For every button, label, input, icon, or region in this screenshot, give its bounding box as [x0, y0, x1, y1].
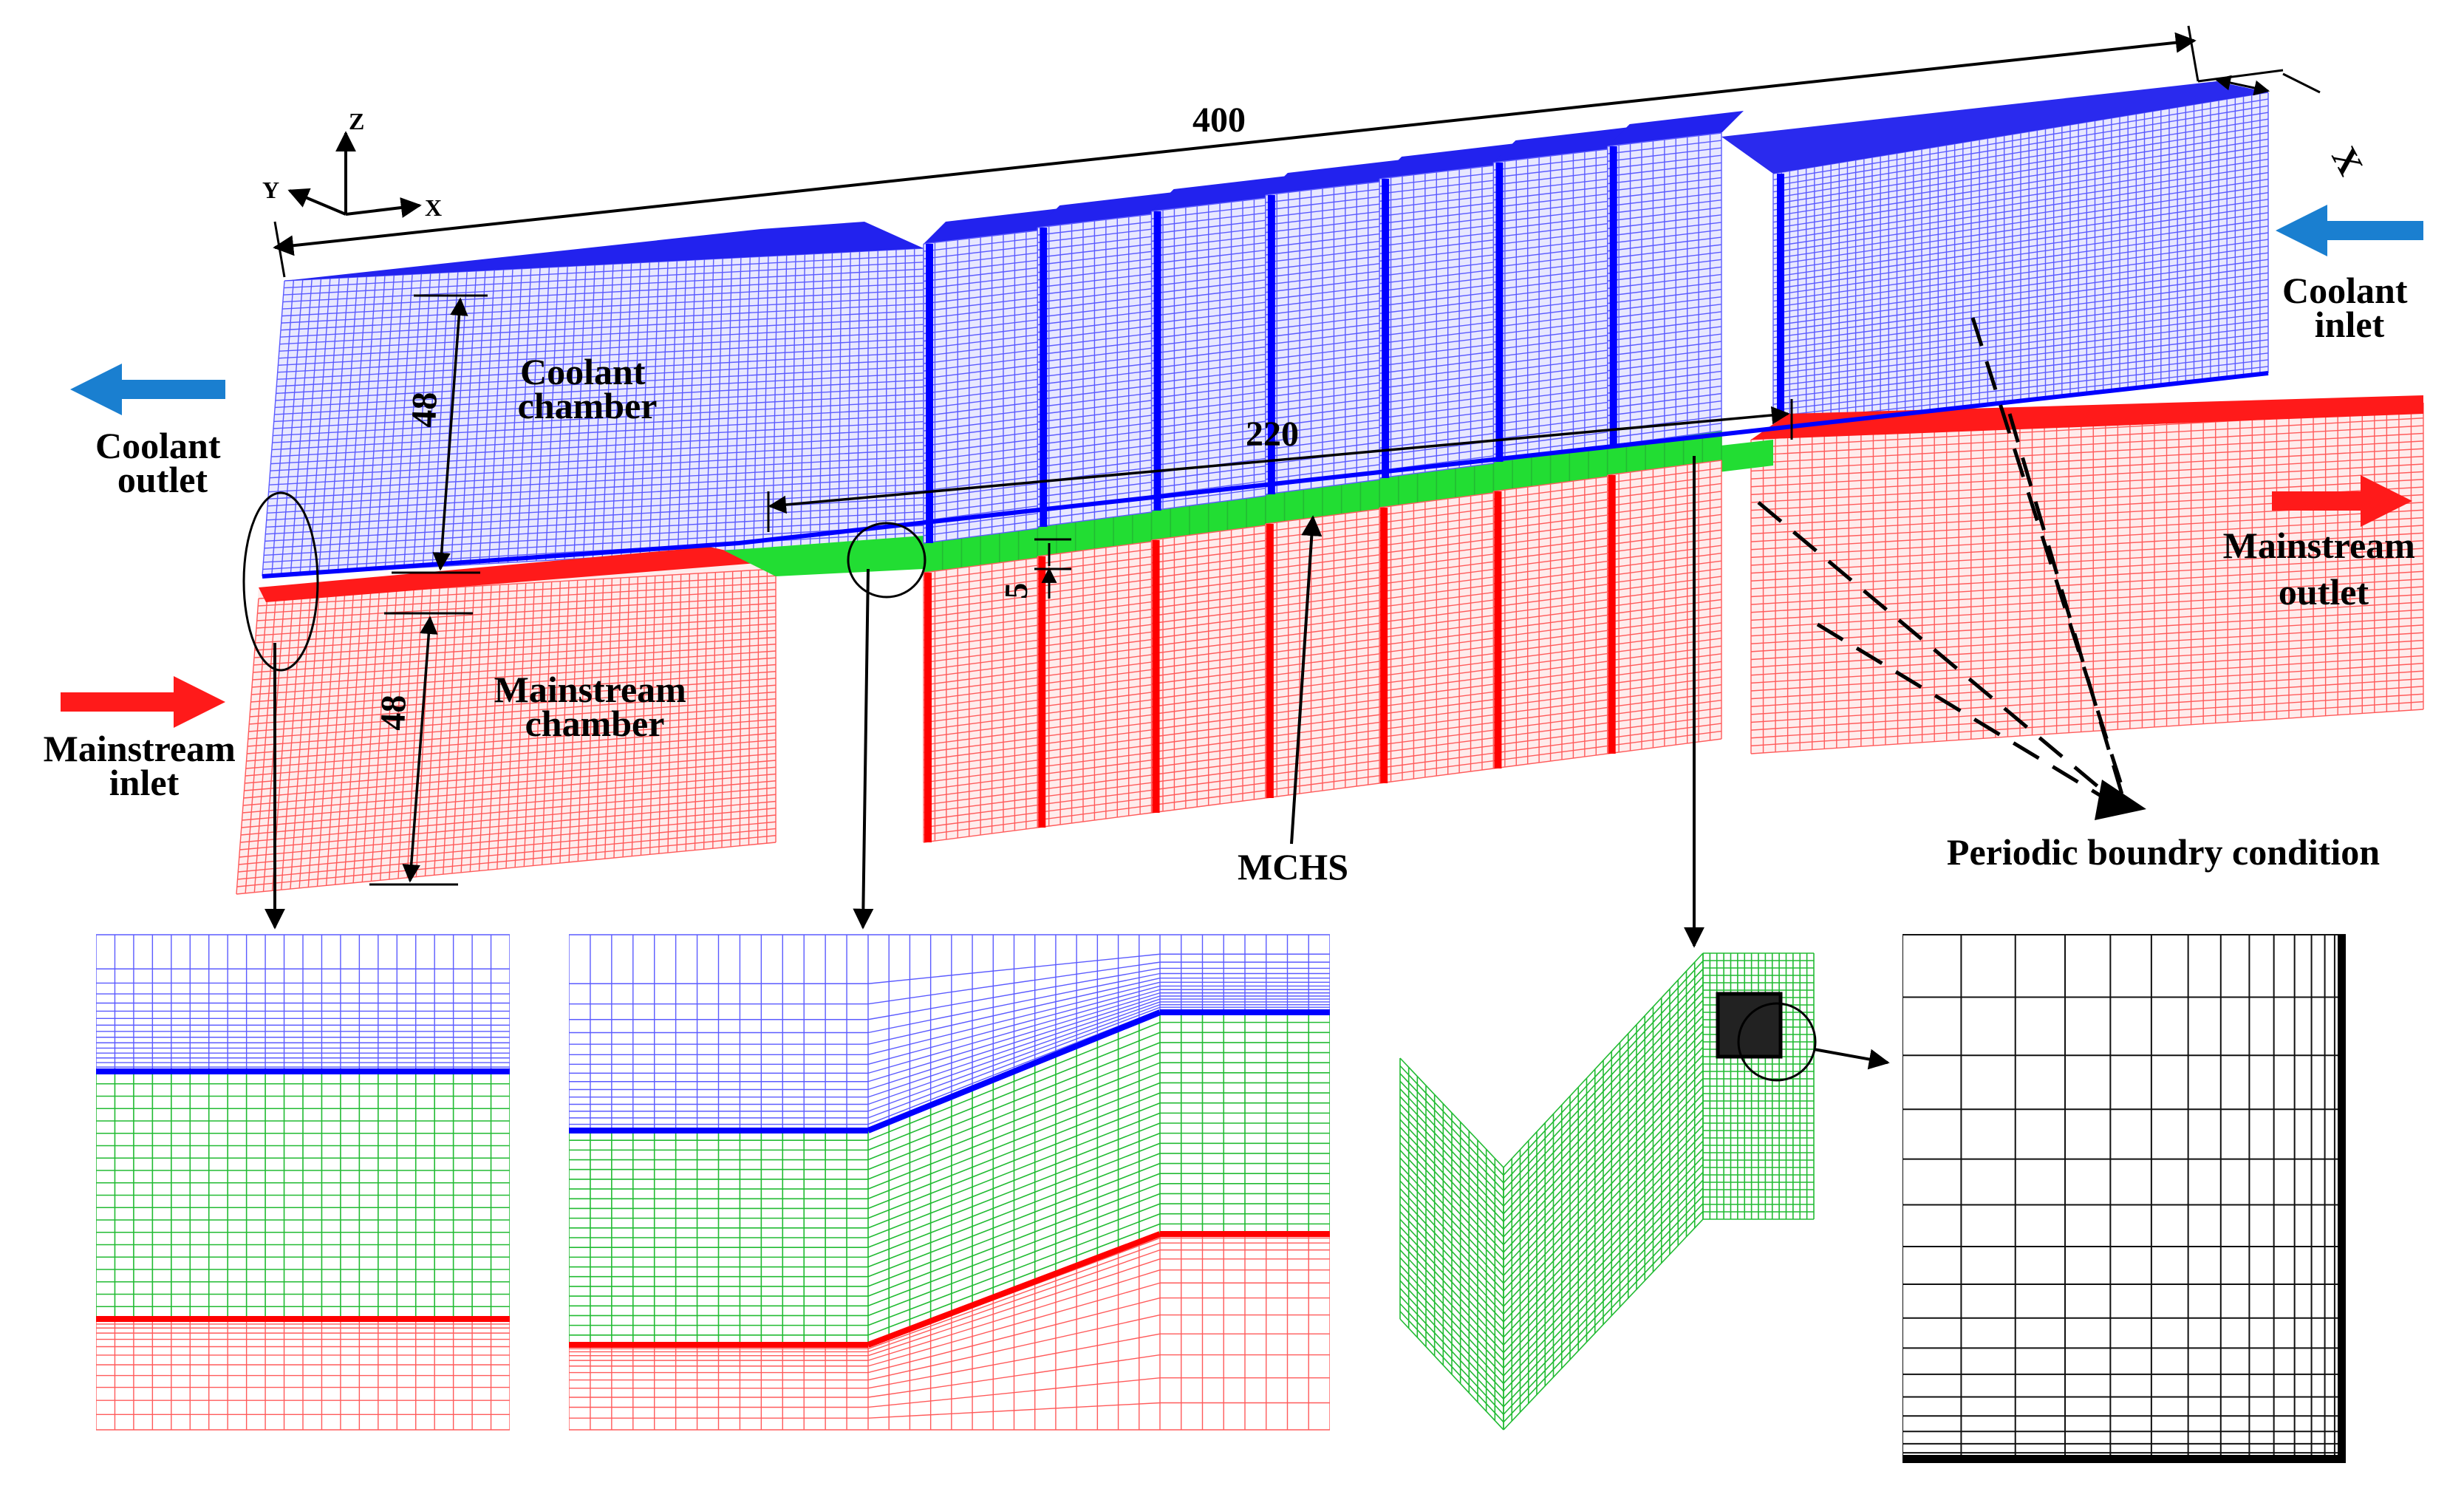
zoom-pointer-2 — [863, 569, 868, 927]
mainstream-inlet-label: Mainstream inlet — [44, 728, 245, 803]
coolant-inlet-arrow: Coolant inlet — [2276, 205, 2423, 345]
axis-z-label: Z — [349, 108, 364, 134]
coolant-outlet-arrow: Coolant outlet — [70, 364, 230, 500]
dimension-x-label: X — [2324, 140, 2370, 182]
periodic-boundary-label: Periodic boundry condition — [1947, 831, 2380, 873]
coolant-chamber-label: Coolant chamber — [518, 351, 658, 426]
axis-indicator: Z X Y — [262, 108, 442, 221]
axis-x-label: X — [425, 194, 442, 221]
inset-step-mesh — [569, 935, 1330, 1430]
dimension-220-label: 220 — [1246, 415, 1299, 454]
coolant-inlet-label: Coolant inlet — [2282, 270, 2417, 345]
inset-corner-mesh — [1902, 935, 2346, 1463]
zoom-pointer-4 — [1814, 1049, 1888, 1063]
inset-fin-mesh — [1400, 953, 1888, 1430]
dimension-5-label: 5 — [998, 582, 1035, 600]
dimension-48-bottom-label: 48 — [373, 695, 414, 732]
dimension-400-label: 400 — [1192, 100, 1246, 140]
mchs-label: MCHS — [1238, 846, 1348, 887]
axis-y-label: Y — [262, 177, 279, 203]
mainstream-inlet-arrow: Mainstream inlet — [44, 676, 245, 803]
dimension-48-top-label: 48 — [404, 392, 445, 429]
coolant-outlet-label: Coolant outlet — [95, 425, 230, 500]
inset-inlet-mesh — [96, 935, 510, 1430]
